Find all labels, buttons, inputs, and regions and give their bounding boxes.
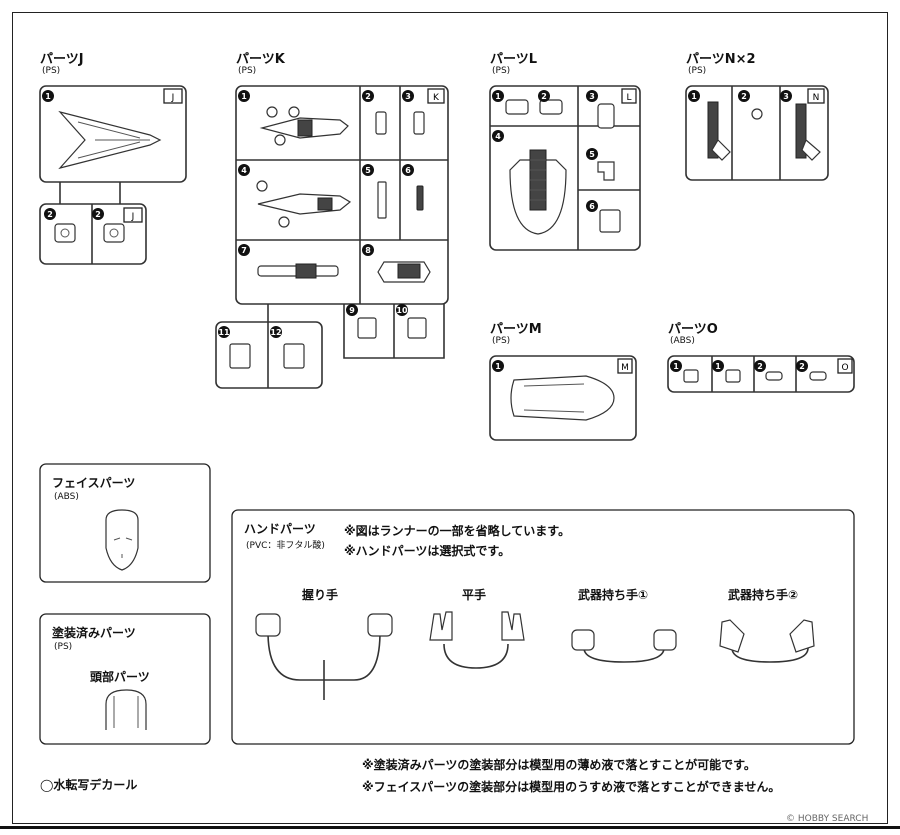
parts-l-title: パーツL xyxy=(490,52,538,67)
svg-text:L: L xyxy=(626,93,631,103)
svg-text:5: 5 xyxy=(589,150,595,159)
svg-text:1: 1 xyxy=(495,92,501,101)
parts-j-material: (PS) xyxy=(42,66,61,76)
svg-text:2: 2 xyxy=(541,92,547,101)
svg-text:7: 7 xyxy=(241,246,247,255)
hand-label-weapon-2: 武器持ち手② xyxy=(728,588,799,602)
hand-label-open: 平手 xyxy=(462,588,487,602)
svg-text:O: O xyxy=(841,363,848,373)
svg-text:3: 3 xyxy=(405,92,411,101)
svg-text:1: 1 xyxy=(495,362,501,371)
hand-label-weapon-1: 武器持ち手① xyxy=(578,588,649,602)
face-parts-material: (ABS) xyxy=(54,492,79,502)
parts-m-title: パーツM xyxy=(490,322,542,337)
svg-text:2: 2 xyxy=(365,92,371,101)
parts-m-runner xyxy=(489,355,637,441)
svg-text:2: 2 xyxy=(741,92,747,101)
parts-o-runner xyxy=(667,355,855,393)
svg-text:1: 1 xyxy=(241,92,247,101)
svg-text:1: 1 xyxy=(691,92,697,101)
parts-j-runner xyxy=(39,85,187,265)
hand-parts-material: (PVC：非フタル酸) xyxy=(246,541,325,551)
parts-k-material: (PS) xyxy=(238,66,257,76)
svg-text:6: 6 xyxy=(589,202,595,211)
part-number-badges: 1 2 2 1 2 3 4 5 6 7 8 9 10 11 12 1 2 3 4… xyxy=(42,90,808,372)
svg-text:1: 1 xyxy=(715,362,721,371)
parts-o-title: パーツO xyxy=(668,322,718,337)
parts-o-material: (ABS) xyxy=(670,336,695,346)
svg-text:12: 12 xyxy=(270,328,281,337)
svg-text:8: 8 xyxy=(365,246,371,255)
watermark: © HOBBY SEARCH xyxy=(786,814,869,824)
svg-text:2: 2 xyxy=(47,210,53,219)
footnote-face: ※フェイスパーツの塗装部分は模型用のうすめ液で落とすことができません。 xyxy=(362,780,781,794)
painted-parts-title: 塗装済みパーツ xyxy=(52,626,136,640)
painted-parts-panel xyxy=(39,613,211,745)
parts-k-runner xyxy=(215,85,449,389)
parts-m-material: (PS) xyxy=(492,336,511,346)
face-parts-panel xyxy=(39,463,211,583)
face-parts-title: フェイスパーツ xyxy=(52,476,136,490)
svg-text:N: N xyxy=(813,93,820,103)
head-parts-label: 頭部パーツ xyxy=(90,670,150,684)
runner-tags: J J K L N M O xyxy=(131,93,849,373)
painted-parts-material: (PS) xyxy=(54,642,73,652)
parts-j-title: パーツJ xyxy=(40,52,84,67)
svg-text:J: J xyxy=(131,212,135,222)
svg-text:K: K xyxy=(433,93,440,103)
svg-text:2: 2 xyxy=(799,362,805,371)
hand-parts-title: ハンドパーツ xyxy=(244,522,316,536)
svg-text:M: M xyxy=(621,363,629,373)
parts-n-material: (PS) xyxy=(688,66,707,76)
svg-text:10: 10 xyxy=(396,306,408,315)
svg-text:4: 4 xyxy=(241,166,247,175)
svg-text:6: 6 xyxy=(405,166,411,175)
svg-text:5: 5 xyxy=(365,166,371,175)
bottom-rule xyxy=(0,826,900,829)
svg-text:4: 4 xyxy=(495,132,501,141)
parts-n-title: パーツN×2 xyxy=(686,52,756,67)
svg-text:1: 1 xyxy=(45,92,51,101)
svg-text:J: J xyxy=(171,93,175,103)
footnote-painted: ※塗装済みパーツの塗装部分は模型用の薄め液で落とすことが可能です。 xyxy=(362,758,756,772)
svg-text:9: 9 xyxy=(349,306,355,315)
hand-note-omitted: ※図はランナーの一部を省略しています。 xyxy=(344,524,571,538)
svg-text:1: 1 xyxy=(673,362,679,371)
svg-text:2: 2 xyxy=(95,210,101,219)
hand-label-grip: 握り手 xyxy=(302,588,339,602)
parts-l-material: (PS) xyxy=(492,66,511,76)
parts-l-runner xyxy=(489,85,641,251)
svg-text:3: 3 xyxy=(589,92,595,101)
svg-text:3: 3 xyxy=(783,92,789,101)
svg-text:2: 2 xyxy=(757,362,763,371)
parts-n-runner xyxy=(685,85,829,181)
svg-text:11: 11 xyxy=(218,328,230,337)
hand-note-selectable: ※ハンドパーツは選択式です。 xyxy=(344,544,511,558)
decal-label: ◯水転写デカール xyxy=(40,778,138,792)
manual-frame xyxy=(12,12,888,824)
hand-parts-panel xyxy=(231,509,855,745)
parts-k-title: パーツK xyxy=(236,52,285,67)
